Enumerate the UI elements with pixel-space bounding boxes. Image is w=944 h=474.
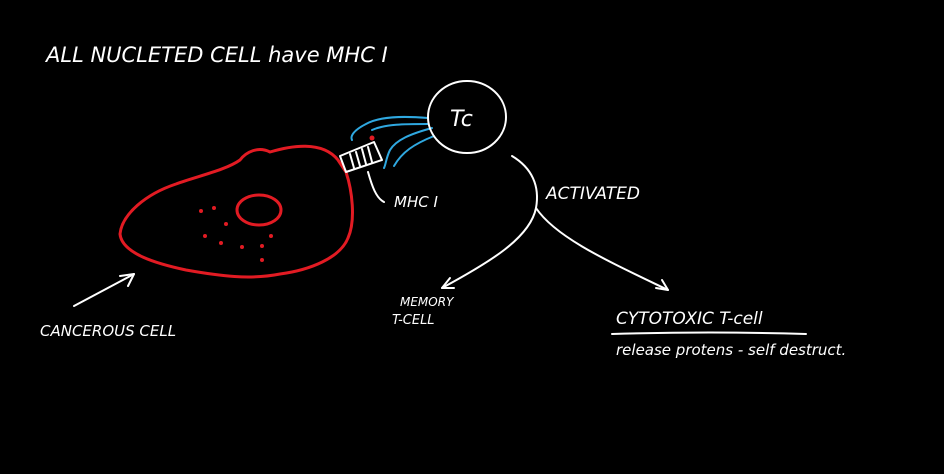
cytotoxic-label: CYTOTOXIC T-cell xyxy=(616,309,763,329)
mhc-label: MHC I xyxy=(394,193,438,211)
activated-label: ACTIVATED xyxy=(545,184,640,204)
mhc-molecule xyxy=(339,141,383,173)
cytotoxic-underline xyxy=(611,331,807,335)
cancerous-cell-arrowhead xyxy=(119,273,135,287)
tc-cell-label: Tc xyxy=(450,107,473,132)
cancerous-cell-pointer xyxy=(73,273,135,307)
cytoplasm-dots xyxy=(199,135,375,262)
dot xyxy=(260,258,264,262)
branch-to-cytotoxic xyxy=(535,207,669,291)
heading-text: ALL NUCLETED CELL have MHC I xyxy=(44,43,388,67)
memory-arrowhead xyxy=(441,277,455,289)
tc-cell xyxy=(427,80,507,154)
memory-label-line1: MEMORY xyxy=(400,295,455,309)
dot xyxy=(212,206,216,210)
dot xyxy=(369,135,375,141)
dot xyxy=(269,234,273,238)
dot xyxy=(199,209,203,213)
dot xyxy=(219,241,223,245)
cytotoxic-arrowhead xyxy=(655,279,669,291)
t-cell-receptor xyxy=(350,115,435,169)
cytotoxic-note: release protens - self destruct. xyxy=(616,341,846,359)
dot xyxy=(224,222,228,226)
activation-stem xyxy=(511,155,538,209)
dot xyxy=(203,234,207,238)
dot xyxy=(240,245,244,249)
cancerous-cell-outline xyxy=(118,144,354,279)
memory-label-line2: T-CELL xyxy=(392,313,435,328)
cancerous-cell-label: CANCEROUS CELL xyxy=(40,322,176,340)
mhc-pointer xyxy=(367,171,385,203)
branch-to-memory xyxy=(441,207,537,289)
nucleus xyxy=(235,193,283,227)
dot xyxy=(260,244,264,248)
